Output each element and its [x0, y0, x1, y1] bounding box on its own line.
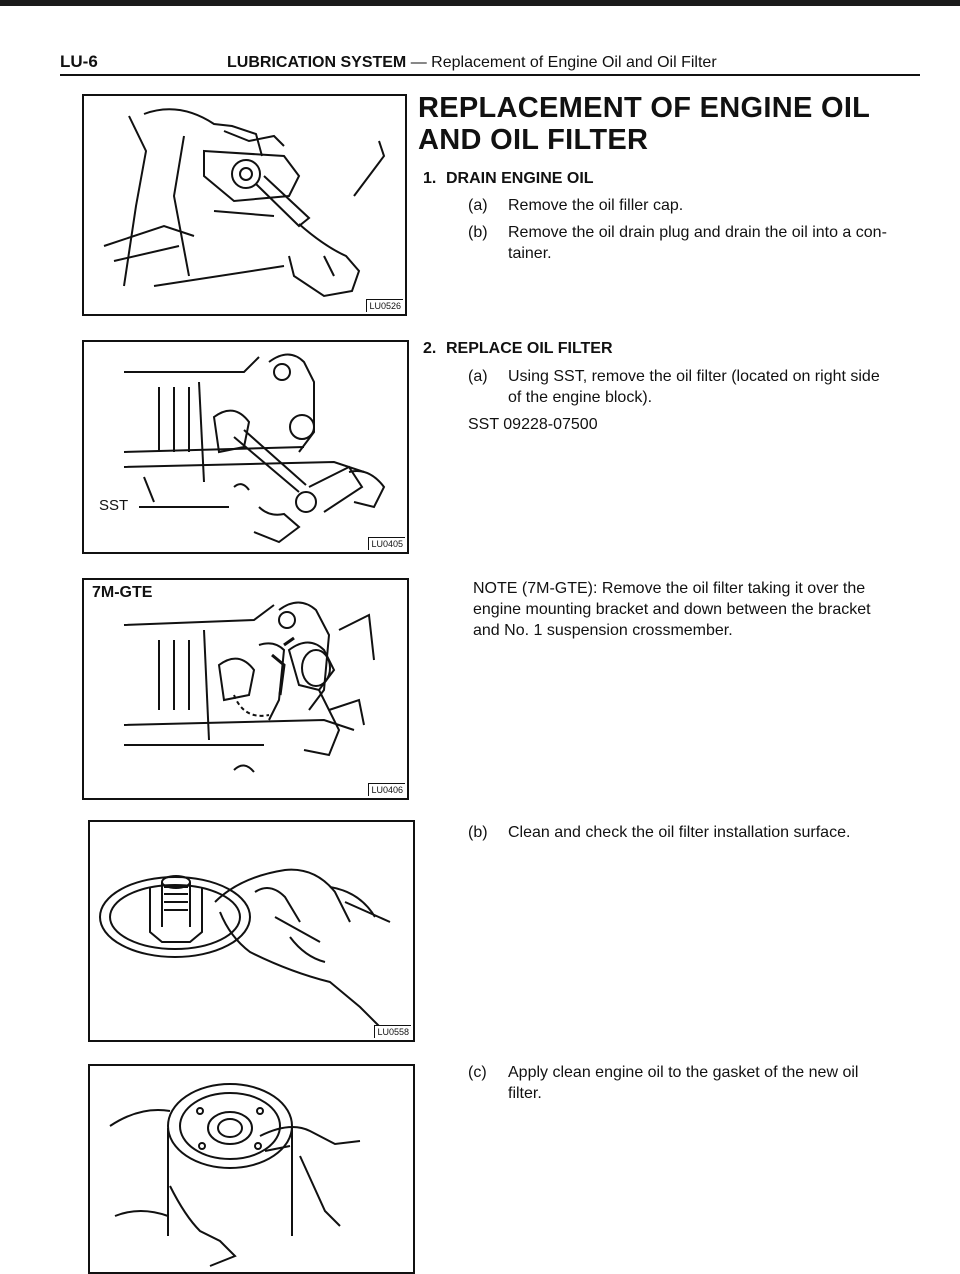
- figure-apply-oil: [88, 1064, 415, 1274]
- figure-sst-remove-filter: SST LU0405: [82, 340, 409, 554]
- step1b-label: (b): [468, 224, 488, 241]
- top-scan-bar: [0, 0, 960, 6]
- 7m-gte-illustration: [123, 601, 375, 773]
- section-name: LUBRICATION SYSTEM: [227, 54, 407, 71]
- note-line3: and No. 1 suspension crossmember.: [473, 622, 733, 639]
- header-rule: [60, 74, 920, 76]
- apply-oil-illustration: [109, 1083, 361, 1267]
- sst-filter-illustration: [123, 353, 386, 544]
- step2b-text: Clean and check the oil filter installat…: [508, 824, 851, 841]
- sst-number: SST 09228-07500: [468, 416, 598, 433]
- heading-line1: REPLACEMENT OF ENGINE OIL: [418, 92, 871, 124]
- sst-callout: SST: [99, 497, 129, 514]
- header-title: LUBRICATION SYSTEM — Replacement of Engi…: [227, 54, 717, 72]
- main-heading: REPLACEMENT OF ENGINE OIL AND OIL FILTER: [418, 92, 870, 156]
- page-code: LU-6: [60, 52, 98, 71]
- note-line1: NOTE (7M-GTE): Remove the oil filter tak…: [473, 580, 866, 597]
- step2b-label: (b): [468, 824, 488, 841]
- step1-number: 1.: [423, 170, 437, 187]
- page-header: LU-6 LUBRICATION SYSTEM — Replacement of…: [60, 50, 920, 80]
- note-line2: engine mounting bracket and down between…: [473, 601, 871, 618]
- figure-code: LU0405: [368, 537, 405, 550]
- step1a-text: Remove the oil filler cap.: [508, 197, 684, 214]
- figure-drain-plug: LU0526: [82, 94, 407, 316]
- figure-code: LU0558: [374, 1025, 411, 1038]
- step2c-text-line2: filter.: [508, 1085, 542, 1102]
- step1b-text-line1: Remove the oil drain plug and drain the …: [508, 224, 887, 241]
- header-dash: —: [410, 54, 427, 71]
- step2a-text-line1: Using SST, remove the oil filter (locate…: [508, 368, 880, 385]
- figure-code: LU0406: [368, 783, 405, 796]
- engine-variant-tag: 7M-GTE: [92, 584, 153, 601]
- step2c-label: (c): [468, 1064, 487, 1081]
- step1b-text-line2: tainer.: [508, 245, 552, 262]
- heading-line2: AND OIL FILTER: [418, 124, 649, 156]
- step2a-text-line2: of the engine block).: [508, 389, 653, 406]
- header-subtitle: Replacement of Engine Oil and Oil Filter: [431, 54, 717, 71]
- clean-surface-illustration: [99, 868, 391, 1028]
- step1-title: DRAIN ENGINE OIL: [446, 170, 594, 187]
- step2a-label: (a): [468, 368, 488, 385]
- drain-plug-illustration: [103, 108, 386, 298]
- figure-clean-surface: LU0558: [88, 820, 415, 1042]
- step1a-label: (a): [468, 197, 488, 214]
- step2-number: 2.: [423, 340, 437, 357]
- figure-7m-gte: 7M-GTE LU0406: [82, 578, 409, 800]
- step2c-text-line1: Apply clean engine oil to the gasket of …: [508, 1064, 859, 1081]
- figure-code: LU0526: [366, 299, 403, 312]
- step2-title: REPLACE OIL FILTER: [446, 340, 613, 357]
